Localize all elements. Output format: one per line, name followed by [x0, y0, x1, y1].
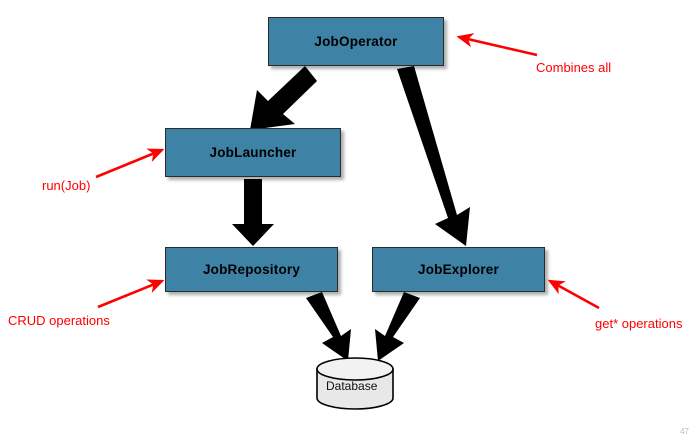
- arrow-joblauncher-to-jobrepository: [232, 179, 274, 246]
- database-label: Database: [326, 379, 378, 393]
- annotation-label-run-job: run(Job): [42, 178, 91, 193]
- annotation-arrow-combines-all: [456, 33, 538, 57]
- annotation-label-crud-operations: CRUD operations: [8, 313, 110, 328]
- annotation-arrow-crud-operations: [97, 279, 165, 309]
- node-job-repository-label: JobRepository: [202, 262, 301, 277]
- node-job-operator-label: JobOperator: [314, 34, 398, 49]
- corner-page-mark: 47: [680, 427, 689, 436]
- node-job-operator[interactable]: JobOperator: [268, 17, 444, 66]
- arrow-jobrepository-to-database: [306, 292, 351, 361]
- node-job-launcher[interactable]: JobLauncher: [165, 128, 341, 177]
- node-job-launcher-label: JobLauncher: [209, 145, 297, 160]
- annotation-label-combines-all: Combines all: [536, 60, 612, 75]
- node-job-explorer[interactable]: JobExplorer: [372, 247, 545, 292]
- node-job-explorer-label: JobExplorer: [418, 262, 499, 277]
- annotation-label-get-operations: get* operations: [595, 316, 683, 331]
- arrow-jobexplorer-to-database: [375, 292, 420, 361]
- annotation-arrow-run-job: [95, 148, 165, 179]
- annotation-arrow-get-operations: [547, 279, 600, 310]
- arrow-joboperator-to-joblauncher: [250, 66, 317, 130]
- node-job-repository[interactable]: JobRepository: [165, 247, 338, 292]
- arrow-joboperator-to-jobexplorer: [397, 66, 470, 246]
